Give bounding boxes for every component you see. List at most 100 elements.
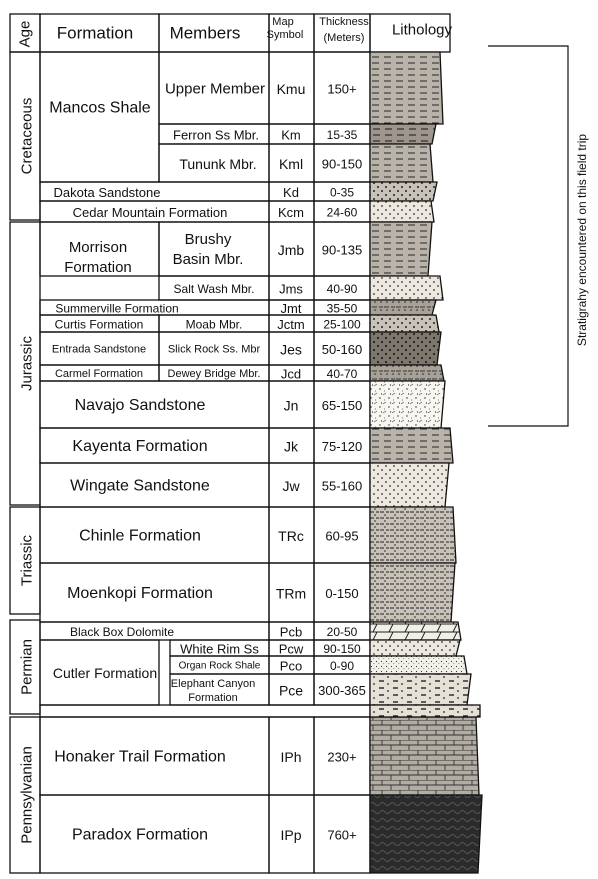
field-trip-note: Stratigrahy encountered on this field tr… xyxy=(575,134,589,346)
map-symbol: Pce xyxy=(279,683,303,699)
map-symbol: Jes xyxy=(280,342,302,358)
gap-cell xyxy=(39,704,371,718)
permian-base-gap xyxy=(39,704,371,718)
map-symbol: Jn xyxy=(284,398,299,414)
age-jurassic: Jurassic xyxy=(9,221,41,506)
age-permian: Permian xyxy=(9,619,41,715)
age-cretaceous: Cretaceous xyxy=(9,51,41,221)
thickness-value: 20-50 xyxy=(327,625,358,639)
thickness-value: 90-150 xyxy=(322,157,362,172)
age-triassic: Triassic xyxy=(9,506,41,615)
lithology-kd xyxy=(369,181,438,202)
thickness-value: 60-95 xyxy=(325,529,358,544)
formation-name: Kayenta Formation xyxy=(72,438,207,455)
thickness-value: 40-70 xyxy=(327,367,358,381)
header-thickness-line2: (Meters) xyxy=(324,32,365,44)
unit-row-kd: Dakota Sandstone Kd 0-35 xyxy=(39,181,371,202)
thickness-value: 25-100 xyxy=(323,318,361,332)
lithology-jn xyxy=(369,380,446,429)
lithology-jmb xyxy=(369,221,433,277)
formation-name: Cutler Formation xyxy=(53,665,157,681)
member-name: Organ Rock Shale xyxy=(179,661,261,672)
thickness-value: 0-35 xyxy=(330,186,354,200)
thickness-value: 65-150 xyxy=(322,398,362,413)
thickness-value: 0-90 xyxy=(330,659,354,673)
thickness-value: 40-90 xyxy=(327,282,358,296)
formation-cell xyxy=(39,51,160,183)
map-symbol: Pcw xyxy=(279,642,304,657)
lithology-pce xyxy=(369,673,472,706)
formation-name: Summerville Formation xyxy=(55,302,178,316)
unit-row-jk: Kayenta Formation Jk 75-120 xyxy=(39,427,371,464)
map-symbol: TRm xyxy=(276,586,306,602)
lithology-jmt xyxy=(369,299,437,316)
map-symbol: Kcm xyxy=(278,205,304,220)
lithology-pco xyxy=(369,655,468,675)
header-lithology: Lithology xyxy=(392,22,453,39)
thickness-value: 50-160 xyxy=(322,342,362,357)
map-symbol: Jms xyxy=(279,282,303,297)
lithology-jcd xyxy=(369,364,445,382)
formation-name: Honaker Trail Formation xyxy=(54,749,226,766)
thickness-value: 75-120 xyxy=(322,439,362,454)
header-thickness-line1: Thickness xyxy=(319,16,369,28)
lithology-jw xyxy=(369,462,450,508)
header-symbol-line1: Map xyxy=(272,16,293,28)
member-name: Slick Rock Ss. Mbr xyxy=(168,344,261,356)
lithology-kmu xyxy=(369,51,444,125)
member-name: White Rim Ss xyxy=(180,642,259,657)
thickness-value: 90-135 xyxy=(322,243,362,258)
map-symbol: Km xyxy=(281,128,301,143)
lithology-kcm xyxy=(369,200,435,223)
lithology-trm xyxy=(369,562,456,623)
thickness-value: 55-160 xyxy=(322,479,362,494)
lithology-trc xyxy=(369,506,457,564)
unit-row-kml: Tununk Mbr. Kml 90-150 xyxy=(158,143,371,183)
lithology-iph xyxy=(369,716,480,796)
lithology-pcw xyxy=(369,639,461,657)
map-symbol: Kml xyxy=(279,156,303,172)
lithology-kml xyxy=(369,143,434,183)
formation-name: Carmel Formation xyxy=(55,368,143,380)
thickness-value: 0-150 xyxy=(325,586,358,601)
formation-name: Dakota Sandstone xyxy=(54,185,161,200)
thickness-value: 760+ xyxy=(327,828,356,843)
member-name: Tununk Mbr. xyxy=(179,156,256,172)
map-symbol: Kmu xyxy=(277,81,306,97)
thickness-value: 300-365 xyxy=(318,683,366,698)
formation-name: Wingate Sandstone xyxy=(70,478,210,495)
map-symbol: Jcd xyxy=(281,367,301,382)
map-symbol: Kd xyxy=(283,185,299,200)
member-name: Upper Member xyxy=(165,81,265,98)
lithology-jctm xyxy=(369,314,440,333)
formation-name: Cedar Mountain Formation xyxy=(73,205,228,220)
unit-row-jn: Navajo Sandstone Jn 65-150 xyxy=(39,380,371,429)
age-label: Jurassic xyxy=(19,335,36,391)
map-symbol: Pco xyxy=(280,659,302,674)
formation-name: Navajo Sandstone xyxy=(75,397,206,414)
header-formation: Formation xyxy=(57,24,134,43)
map-symbol: Jk xyxy=(284,439,299,455)
formation-name: Black Box Dolomite xyxy=(70,625,174,639)
map-symbol: Jmb xyxy=(278,242,305,258)
map-symbol: IPp xyxy=(280,827,301,843)
thickness-value: 150+ xyxy=(327,82,356,97)
map-symbol: Pcb xyxy=(280,625,302,640)
age-label: Triassic xyxy=(19,534,36,586)
field-trip-bracket xyxy=(488,45,569,427)
